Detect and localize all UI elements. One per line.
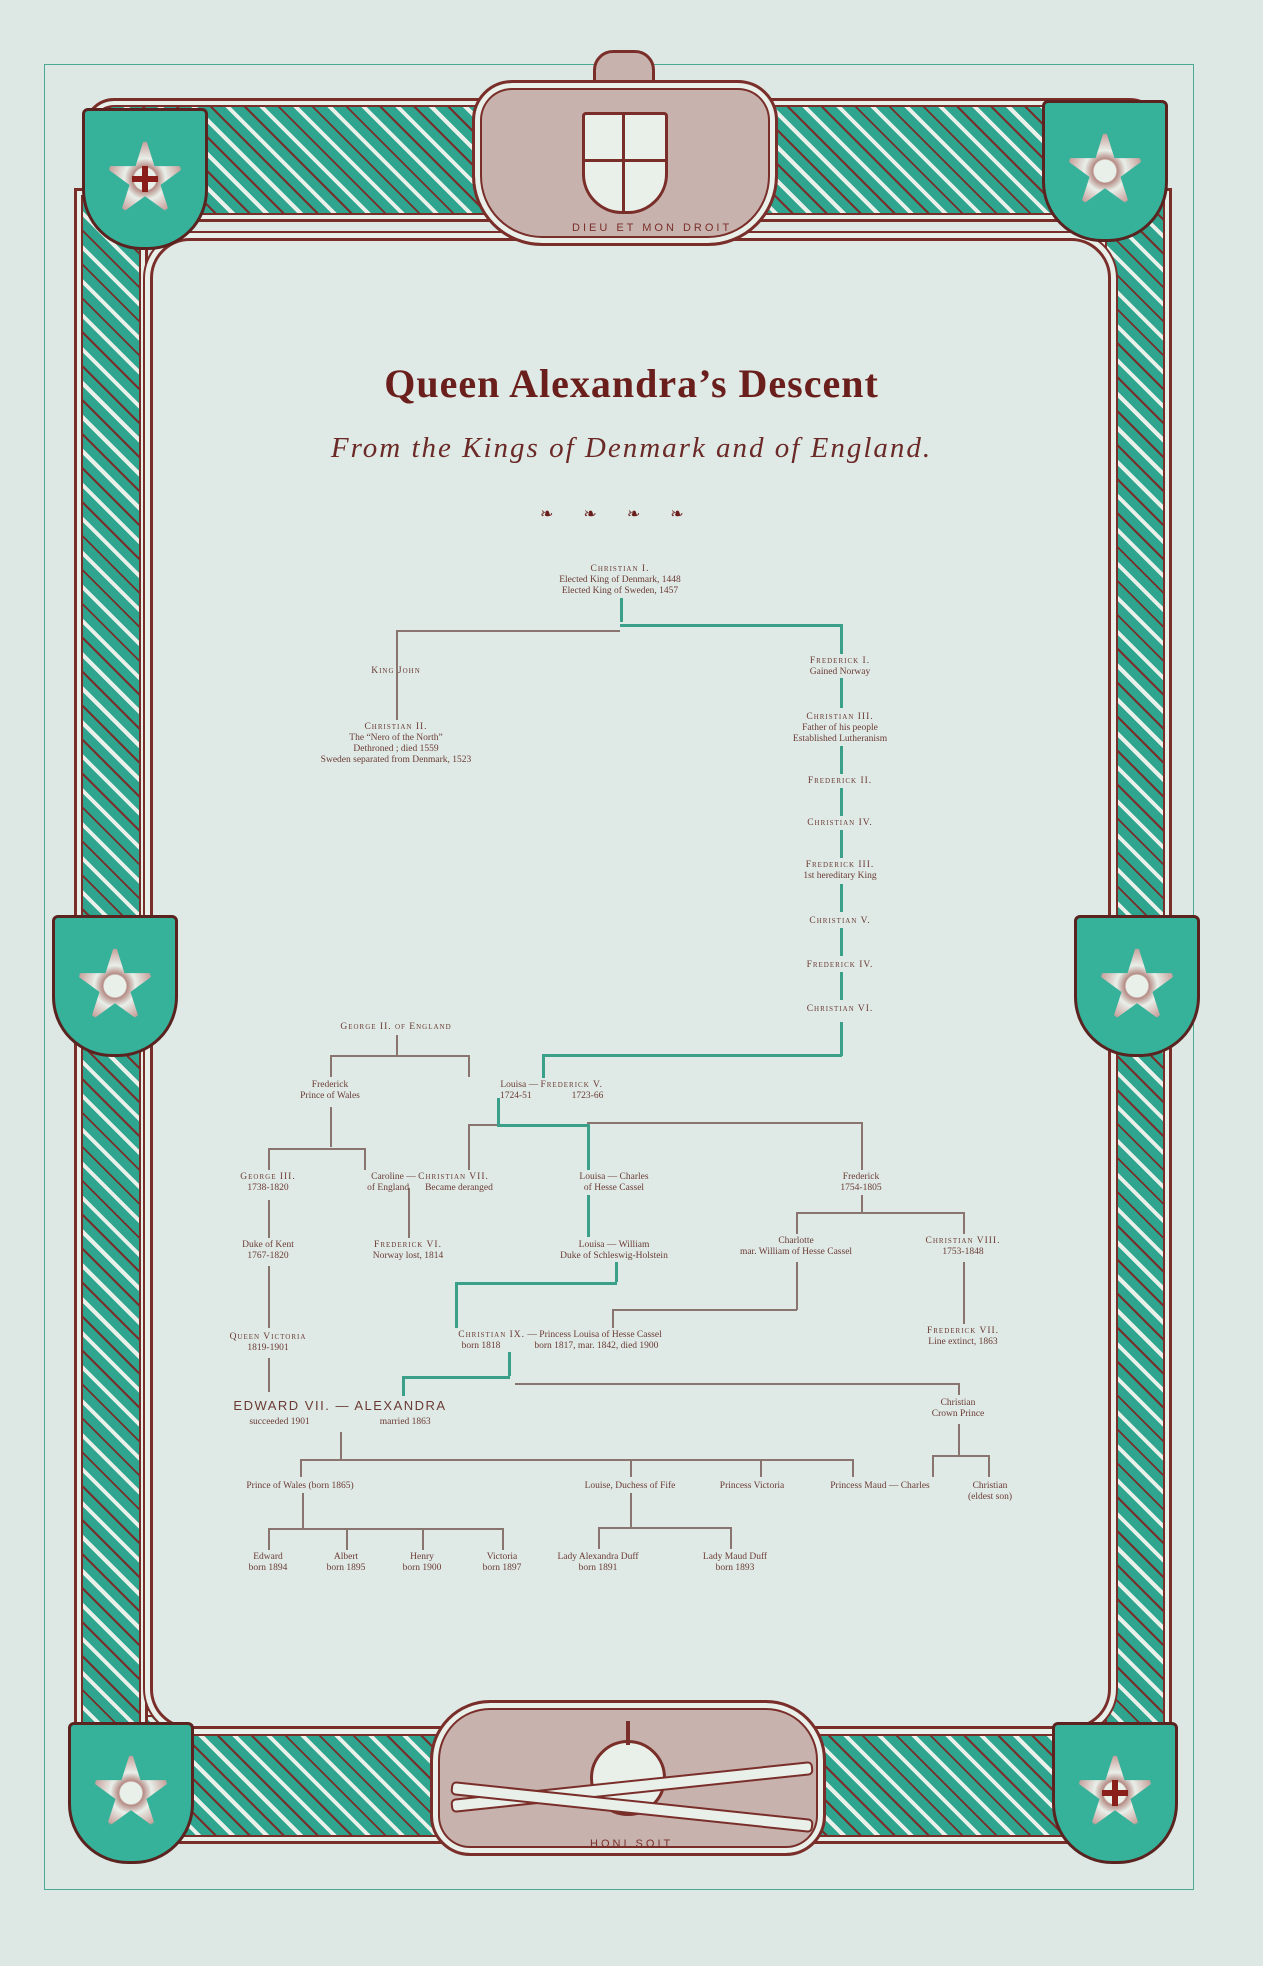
node-frederick-vii: Frederick VII. Line extinct, 1863: [926, 1326, 1000, 1347]
node-christian-iv: Christian IV.: [807, 818, 873, 828]
node-christian-v: Christian V.: [809, 916, 871, 926]
thistle-star-icon: [68, 1722, 194, 1864]
page-subtitle: From the Kings of Denmark and of England…: [330, 432, 933, 464]
royal-coat-of-arms-icon: [472, 80, 778, 246]
node-princess-victoria: Princess Victoria: [719, 1481, 785, 1491]
node-christian-vi: Christian VI.: [806, 1004, 874, 1014]
irish-guards-star-icon: [1074, 915, 1200, 1057]
garter-star-icon: [1042, 100, 1168, 242]
node-frederick-iii: Frederick III. 1st hereditary King: [803, 860, 877, 881]
node-louise-duchess-of-fife: Louise, Duchess of Fife: [584, 1481, 676, 1491]
node-maud-charles: Princess Maud — Charles: [830, 1481, 930, 1491]
fleuron-icon: ❧: [626, 506, 641, 523]
node-charlotte: Charlotte mar. William of Hesse Cassel: [739, 1236, 853, 1257]
fleuron-icon: ❧: [540, 506, 554, 523]
bottom-motto: HONI SOIT: [590, 1838, 674, 1850]
node-frederick-1754: Frederick 1754-1805: [840, 1172, 882, 1193]
node-king-john: King John: [371, 666, 421, 676]
node-christian-crown-prince: Christian Crown Prince: [931, 1398, 985, 1419]
node-duke-of-kent: Duke of Kent 1767-1820: [242, 1240, 294, 1261]
top-motto: DIEU ET MON DROIT: [572, 222, 733, 234]
scots-guards-star-icon: [52, 915, 178, 1057]
node-christian-ix: Christian IX. — Princess Louisa of Hesse…: [458, 1330, 662, 1351]
node-prince-of-wales: Prince of Wales (born 1865): [246, 1481, 354, 1491]
node-christian-i: Christian I. Elected King of Denmark, 14…: [559, 564, 681, 596]
coldstream-star-icon: [82, 108, 208, 250]
order-star-icon: [1052, 1722, 1178, 1864]
fleuron-icon: ❧: [670, 506, 684, 523]
node-christian-ii: Christian II. The “Nero of the North” De…: [320, 722, 472, 765]
node-louisa-charles: Louisa — Charles of Hesse Cassel: [579, 1172, 649, 1193]
fleuron-row: ❧ ❧ ❧ ❧: [540, 504, 684, 524]
node-frederick-prince-of-wales: Frederick Prince of Wales: [300, 1080, 360, 1101]
node-frederick-i: Frederick I. Gained Norway: [809, 656, 871, 677]
node-frederick-ii: Frederick II.: [807, 776, 873, 786]
node-louisa-william: Louisa — William Duke of Schleswig-Holst…: [560, 1240, 668, 1261]
fleuron-icon: ❧: [583, 506, 597, 523]
node-frederick-vi: Frederick VI. Norway lost, 1814: [372, 1240, 444, 1261]
node-queen-victoria: Queen Victoria 1819-1901: [229, 1332, 307, 1353]
node-george-iii: George III. 1738-1820: [240, 1172, 296, 1193]
node-christian-eldest-son: Christian (eldest son): [967, 1481, 1013, 1502]
node-frederick-iv: Frederick IV.: [806, 960, 874, 970]
node-christian-iii: Christian III. Father of his people Esta…: [792, 712, 888, 744]
page-title: Queen Alexandra’s Descent: [384, 361, 879, 406]
node-george-ii: George II. of England: [340, 1022, 452, 1032]
node-christian-viii: Christian VIII. 1753-1848: [925, 1236, 1001, 1257]
